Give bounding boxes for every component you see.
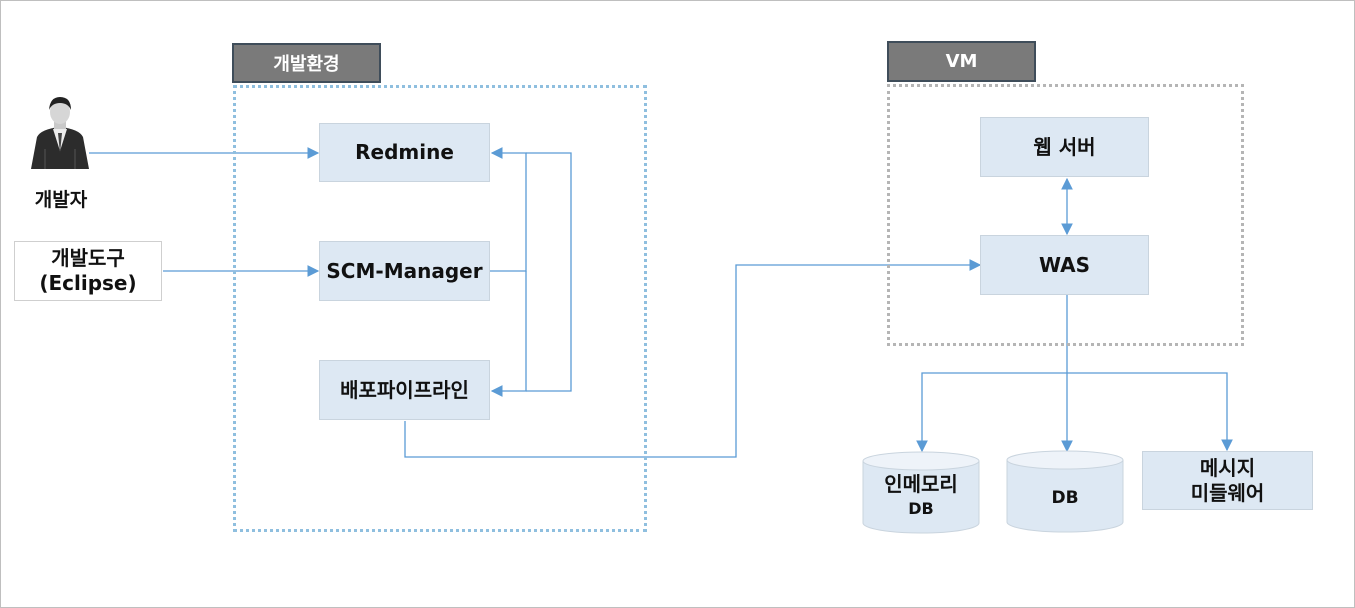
- inmemory-db-line1: 인메모리: [884, 472, 958, 496]
- inmemory-db-line2: DB: [908, 499, 934, 518]
- pipeline-to-was-arrow: [404, 259, 982, 458]
- scm-manager-node: SCM-Manager: [319, 241, 490, 301]
- redmine-node: Redmine: [319, 123, 490, 182]
- dev-tool-subtitle: (Eclipse): [39, 271, 137, 295]
- developer-person-icon: [31, 97, 89, 169]
- dev-env-group-border: [233, 85, 647, 532]
- web-server-node: 웹 서버: [980, 117, 1149, 177]
- vm-group-border: [887, 84, 1244, 346]
- db-cylinder: [1006, 450, 1124, 533]
- dev-env-group-label: 개발환경: [232, 43, 381, 83]
- message-middleware-node: 메시지 미들웨어: [1142, 451, 1313, 510]
- db-label: DB: [1051, 488, 1079, 508]
- deploy-pipeline-node: 배포파이프라인: [319, 360, 490, 420]
- developer-label: 개발자: [34, 189, 88, 211]
- dev-tool-box: 개발도구 (Eclipse): [14, 241, 162, 301]
- message-middleware-line2: 미들웨어: [1190, 480, 1265, 505]
- inmemory-db-cylinder: [862, 451, 980, 534]
- was-node: WAS: [980, 235, 1149, 295]
- message-middleware-line1: 메시지: [1199, 455, 1256, 480]
- was-to-mq-arrow: [1067, 372, 1233, 452]
- was-to-inmemory-arrow: [916, 372, 1067, 453]
- redmine-pipeline-loop: [526, 152, 572, 392]
- inmemory-db-label: 인메모리 DB: [862, 471, 980, 520]
- dev-tool-name: 개발도구: [51, 246, 125, 270]
- scm-to-redmine-arrow: [490, 147, 527, 272]
- vm-group-label: VM: [887, 41, 1036, 82]
